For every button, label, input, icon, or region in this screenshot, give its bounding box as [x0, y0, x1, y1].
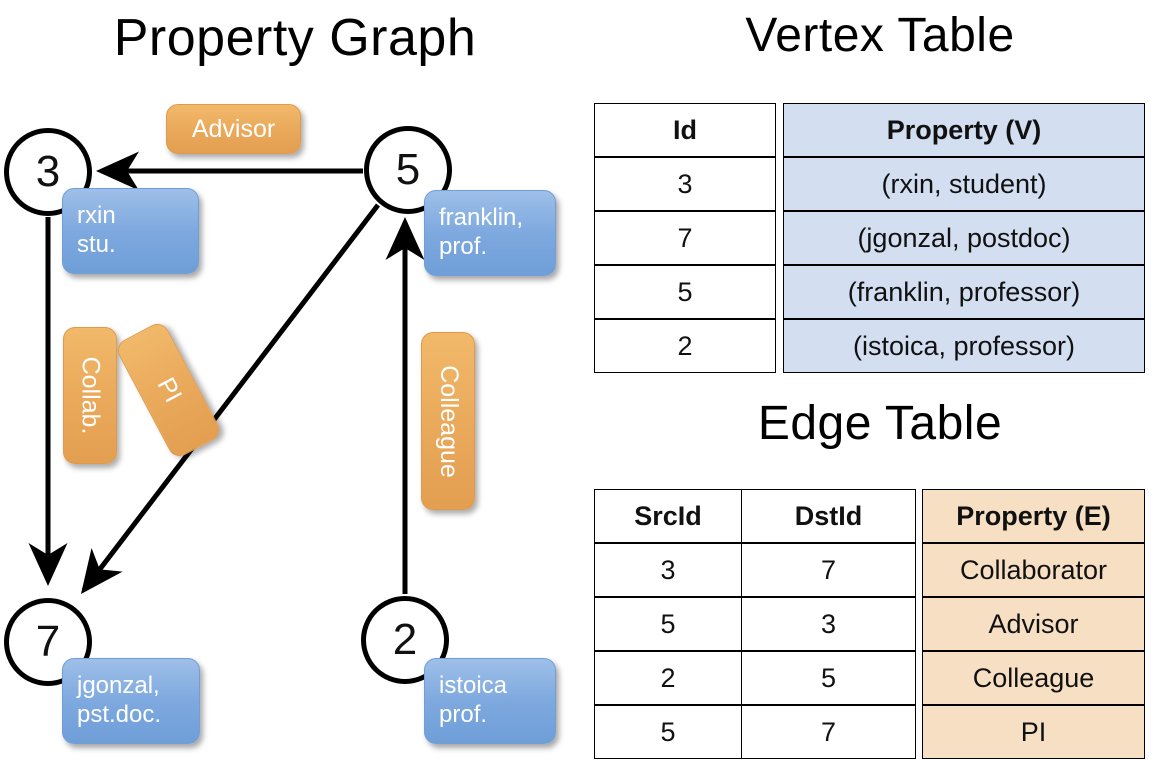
graph-edge-arrows	[28, 151, 425, 594]
node-property-line-2: pst.doc.	[77, 701, 162, 729]
vertex-table-property-column: Property (V) (rxin, student) (jgonzal, p…	[783, 103, 1145, 373]
edge-table-row: PI	[922, 705, 1145, 759]
node-property-line-1: jgonzal,	[77, 672, 160, 699]
edge-table-header-srcid: SrcId	[594, 489, 742, 543]
edge-table-property-column: Property (E) Collaborator Advisor Collea…	[922, 489, 1145, 759]
edge-label-colleague: Colleague	[421, 332, 475, 510]
vertex-table-row: (istoica, professor)	[783, 319, 1145, 373]
edge-table-row: 7	[741, 705, 916, 759]
node-property-line-1: rxin	[77, 202, 116, 229]
vertex-table-row: 2	[594, 319, 776, 373]
edge-table-dstid-column: DstId 7 3 5 7	[741, 489, 916, 759]
edge-table-row: Colleague	[922, 651, 1145, 705]
edge-label-pi-text: PI	[151, 372, 187, 407]
node-property-box-rxin: rxin stu.	[62, 188, 199, 274]
vertex-table-row: 7	[594, 211, 776, 265]
edge-label-collab: Collab.	[63, 327, 117, 464]
edge-table-header-property: Property (E)	[922, 489, 1145, 543]
vertex-table-row: (rxin, student)	[783, 157, 1145, 211]
vertex-table-id-column: Id 3 7 5 2	[594, 103, 776, 373]
node-property-box-jgonzal: jgonzal, pst.doc.	[62, 658, 200, 744]
vertex-table-header-id: Id	[594, 103, 776, 157]
edge-label-advisor: Advisor	[166, 104, 301, 154]
graph-node-2[interactable]: 2	[361, 596, 449, 684]
edge-arrow-5-to-7	[80, 203, 380, 594]
vertex-table-row: 3	[594, 157, 776, 211]
node-property-line-2: stu.	[77, 231, 116, 259]
node-property-line-1: franklin,	[439, 204, 524, 231]
vertex-table-row: (franklin, professor)	[783, 265, 1145, 319]
graph-node-5[interactable]: 5	[364, 126, 452, 214]
edge-table-header-dstid: DstId	[741, 489, 916, 543]
node-property-line-1: istoica	[439, 672, 508, 699]
vertex-table-header-property: Property (V)	[783, 103, 1145, 157]
edge-table-row: 2	[594, 651, 742, 705]
edge-label-colleague-text: Colleague	[434, 364, 463, 478]
edge-table-row: 3	[741, 597, 916, 651]
page-title-vertex-table: Vertex Table	[745, 9, 1015, 62]
edge-table-row: Advisor	[922, 597, 1145, 651]
edge-table-row: 5	[741, 651, 916, 705]
node-property-box-franklin: franklin, prof.	[424, 190, 556, 276]
edge-label-collab-text: Collab.	[76, 356, 105, 435]
page-title-edge-table: Edge Table	[757, 397, 1003, 450]
page-title-property-graph: Property Graph	[113, 9, 477, 67]
vertex-table-row: (jgonzal, postdoc)	[783, 211, 1145, 265]
edge-table-row: 5	[594, 705, 742, 759]
edge-table-srcid-column: SrcId 3 5 2 5	[594, 489, 742, 759]
vertex-table-row: 5	[594, 265, 776, 319]
node-property-line-2: prof.	[439, 701, 488, 729]
edge-table-row: 7	[741, 543, 916, 597]
edge-table-row: 3	[594, 543, 742, 597]
property-graph-diagram: 3 5 7 2 rxin stu. franklin, prof. jgonza…	[4, 104, 556, 744]
node-property-box-istoica: istoica prof.	[424, 658, 556, 744]
edge-table-row: Collaborator	[922, 543, 1145, 597]
node-property-line-2: prof.	[439, 233, 488, 261]
edge-table-row: 5	[594, 597, 742, 651]
edge-label-advisor-text: Advisor	[191, 114, 276, 143]
